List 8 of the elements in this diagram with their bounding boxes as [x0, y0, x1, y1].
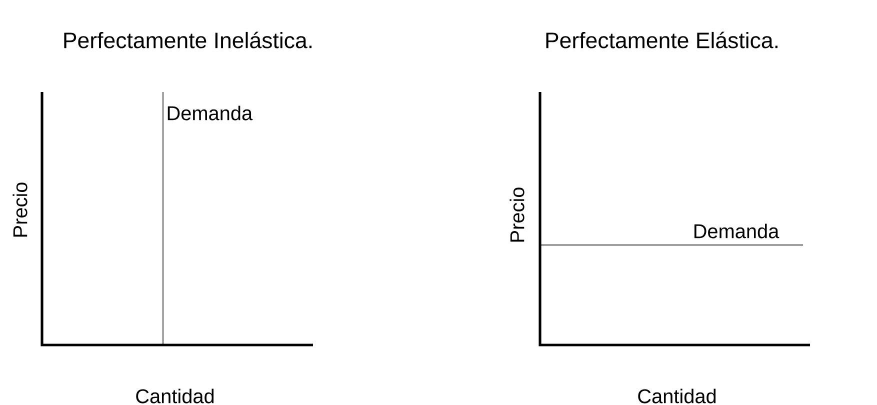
chart-title: Perfectamente Inelástica.	[64, 32, 312, 48]
curve-label: Demanda	[694, 224, 780, 238]
axis-label: Cantidad	[638, 388, 716, 404]
axis-label: Precio	[12, 182, 28, 237]
axis-label: Cantidad	[136, 388, 214, 404]
chart-title: Perfectamente Elástica.	[546, 32, 778, 48]
curve-label: Demanda	[168, 106, 253, 120]
axis-label: Precio	[510, 188, 524, 242]
